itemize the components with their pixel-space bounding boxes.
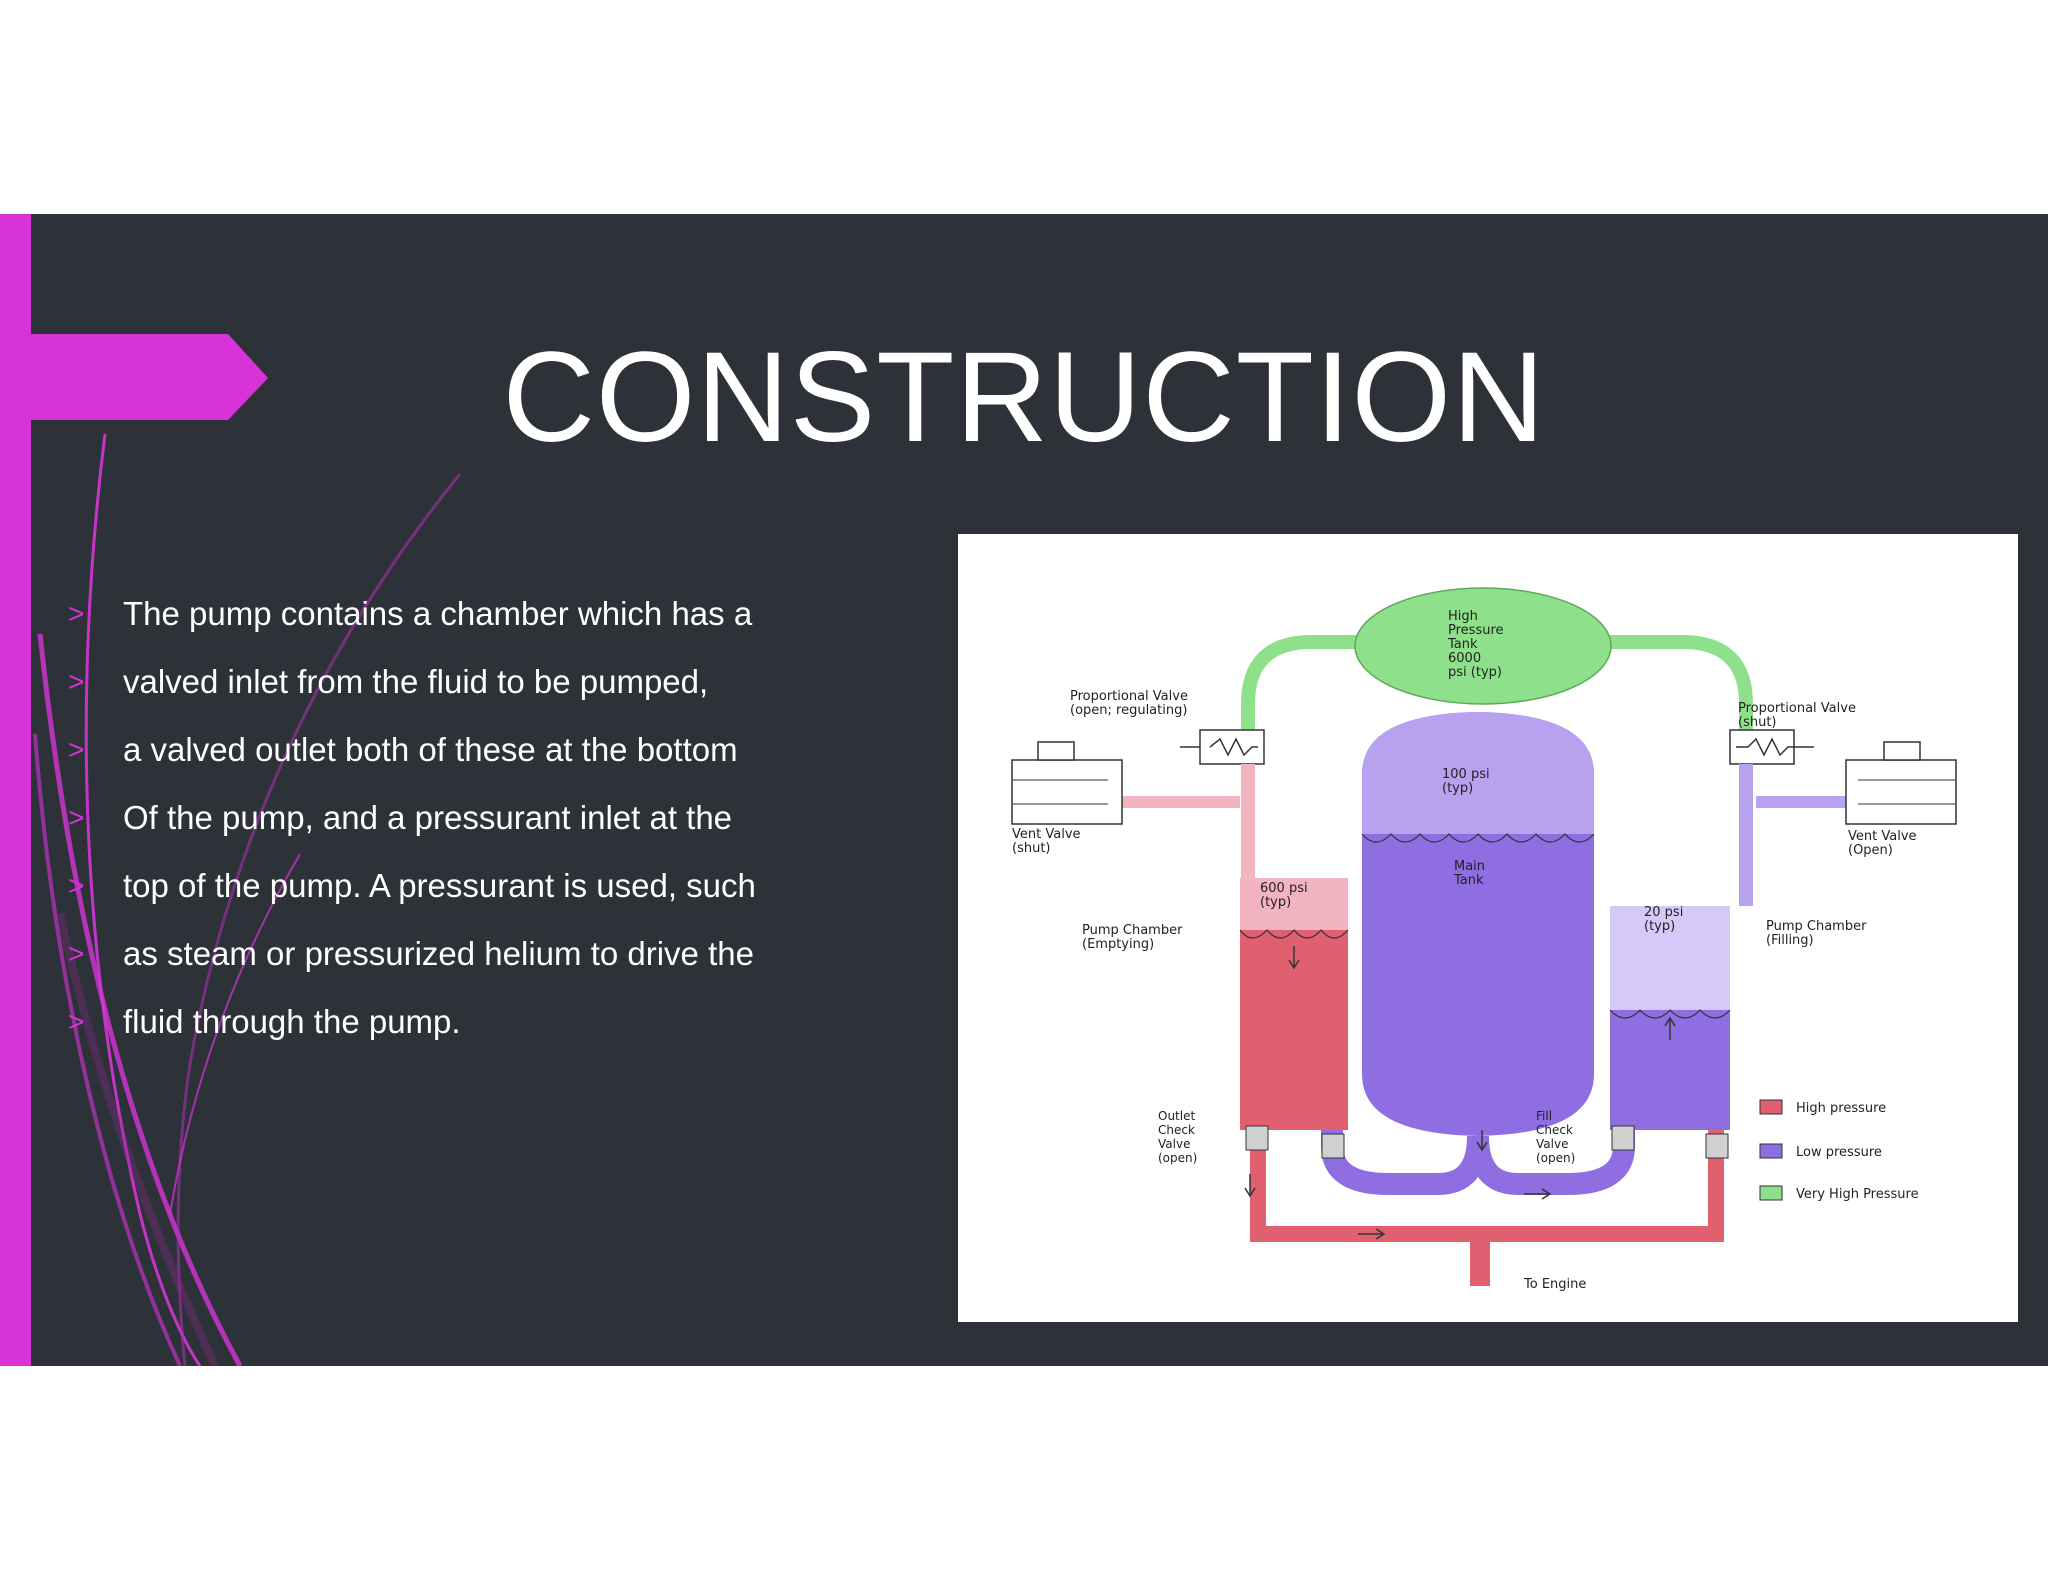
bullet-item: > a valved outlet both of these at the bo… bbox=[68, 716, 908, 784]
bullet-text: top of the pump. A pressurant is used, s… bbox=[123, 867, 756, 904]
legend-swatch-very-high bbox=[1759, 1185, 1783, 1201]
left-chamber-gas bbox=[1240, 878, 1348, 930]
outlet-check-label: Valve bbox=[1158, 1137, 1190, 1151]
main-tank-psi: (typ) bbox=[1442, 781, 1473, 796]
tank-label: Tank bbox=[1447, 637, 1478, 652]
vhp-line-left bbox=[1241, 635, 1358, 786]
bullet-text: a valved outlet both of these at the bot… bbox=[123, 731, 738, 768]
bullet-arrow-icon: > bbox=[68, 870, 85, 901]
legend-swatch-low bbox=[1759, 1143, 1783, 1159]
right-vent-label: Vent Valve bbox=[1848, 829, 1917, 844]
slide-title: CONSTRUCTION bbox=[502, 326, 1546, 469]
bullet-item: > as steam or pressurized helium to drive… bbox=[68, 920, 908, 988]
legend-label: High pressure bbox=[1796, 1101, 1886, 1116]
decorative-swooshes bbox=[31, 334, 462, 1366]
outlet-check-valve bbox=[1245, 1125, 1269, 1151]
outlet-check-label: (open) bbox=[1158, 1151, 1197, 1165]
left-vent-label: (shut) bbox=[1012, 841, 1051, 856]
left-chamber-label: (Emptying) bbox=[1082, 937, 1154, 952]
left-chamber-label: Pump Chamber bbox=[1082, 923, 1183, 938]
right-chamber-label: Pump Chamber bbox=[1766, 919, 1867, 934]
bullet-item: > Of the pump, and a pressurant inlet at … bbox=[68, 784, 908, 852]
right-prop-valve-label: (shut) bbox=[1738, 715, 1777, 730]
low-pressure-feed-left bbox=[1321, 1130, 1489, 1195]
left-chamber-psi: 600 psi bbox=[1260, 881, 1308, 896]
tank-label: High bbox=[1448, 609, 1478, 624]
title-arrow-tab bbox=[31, 334, 268, 420]
legend-swatch-high bbox=[1759, 1099, 1783, 1115]
fill-check-label: Valve bbox=[1536, 1137, 1568, 1151]
tank-label: 6000 bbox=[1448, 651, 1481, 666]
main-tank-psi: 100 psi bbox=[1442, 767, 1490, 782]
outlet-check-label: Check bbox=[1158, 1123, 1195, 1137]
bullet-text: Of the pump, and a pressurant inlet at t… bbox=[123, 799, 733, 836]
pump-diagram-figure: High Pressure Tank 6000 psi (typ) Propor… bbox=[958, 534, 2018, 1322]
bullet-list: > The pump contains a chamber which has a… bbox=[68, 580, 908, 1056]
legend-label: Low pressure bbox=[1796, 1145, 1882, 1160]
left-vent-valve bbox=[1011, 759, 1123, 825]
bullet-item: > The pump contains a chamber which has a bbox=[68, 580, 908, 648]
left-prop-valve-label: (open; regulating) bbox=[1070, 703, 1187, 718]
bullet-arrow-icon: > bbox=[68, 598, 85, 629]
fill-check-valve bbox=[1611, 1125, 1635, 1151]
left-vent-label: Vent Valve bbox=[1012, 827, 1081, 842]
right-chamber-psi: (typ) bbox=[1644, 919, 1675, 934]
bullet-arrow-icon: > bbox=[68, 802, 85, 833]
bullet-arrow-icon: > bbox=[68, 938, 85, 969]
bullet-item: > top of the pump. A pressurant is used, … bbox=[68, 852, 908, 920]
right-chamber-psi: 20 psi bbox=[1644, 905, 1683, 920]
bullet-item: > valved inlet from the fluid to be pumpe… bbox=[68, 648, 908, 716]
fill-check-label: Check bbox=[1536, 1123, 1573, 1137]
fill-check-label: (open) bbox=[1536, 1151, 1575, 1165]
main-tank-ullage bbox=[1362, 712, 1594, 834]
left-prop-valve-label: Proportional Valve bbox=[1070, 689, 1188, 704]
outlet-check-label: Outlet bbox=[1158, 1109, 1195, 1123]
bullet-arrow-icon: > bbox=[68, 734, 85, 765]
tank-label: psi (typ) bbox=[1448, 665, 1502, 680]
right-chamber-gas bbox=[1610, 906, 1730, 1010]
bullet-text: valved inlet from the fluid to be pumped… bbox=[123, 663, 709, 700]
fill-check-label: Fill bbox=[1536, 1109, 1552, 1123]
high-pressure-tank bbox=[1354, 587, 1612, 705]
legend-label: Very High Pressure bbox=[1796, 1187, 1919, 1202]
main-tank-label: Tank bbox=[1453, 873, 1484, 888]
bullet-text: fluid through the pump. bbox=[123, 1003, 461, 1040]
right-chamber-label: (Filling) bbox=[1766, 933, 1814, 948]
right-vent-valve bbox=[1845, 759, 1957, 825]
bullet-arrow-icon: > bbox=[68, 1006, 85, 1037]
vhp-line-right bbox=[1608, 635, 1753, 786]
up-arrow-icon bbox=[1664, 1016, 1676, 1040]
bullet-text: as steam or pressurized helium to drive … bbox=[123, 935, 754, 972]
to-engine-label: To Engine bbox=[1523, 1277, 1586, 1292]
slide: CONSTRUCTION > The pump contains a chambe… bbox=[0, 214, 2048, 1366]
low-pressure-feed-right bbox=[1467, 1130, 1635, 1195]
left-chamber-psi: (typ) bbox=[1260, 895, 1291, 910]
accent-bar bbox=[0, 214, 31, 1366]
main-tank-label: Main bbox=[1454, 859, 1485, 874]
right-prop-valve-label: Proportional Valve bbox=[1738, 701, 1856, 716]
right-vent-label: (Open) bbox=[1848, 843, 1893, 858]
down-arrow-icon bbox=[1288, 946, 1300, 970]
bullet-arrow-icon: > bbox=[68, 666, 85, 697]
bullet-text: The pump contains a chamber which has a bbox=[123, 595, 753, 632]
tank-label: Pressure bbox=[1448, 623, 1504, 638]
bullet-item: > fluid through the pump. bbox=[68, 988, 908, 1056]
pump-diagram: High Pressure Tank 6000 psi (typ) Propor… bbox=[1011, 587, 1957, 1292]
